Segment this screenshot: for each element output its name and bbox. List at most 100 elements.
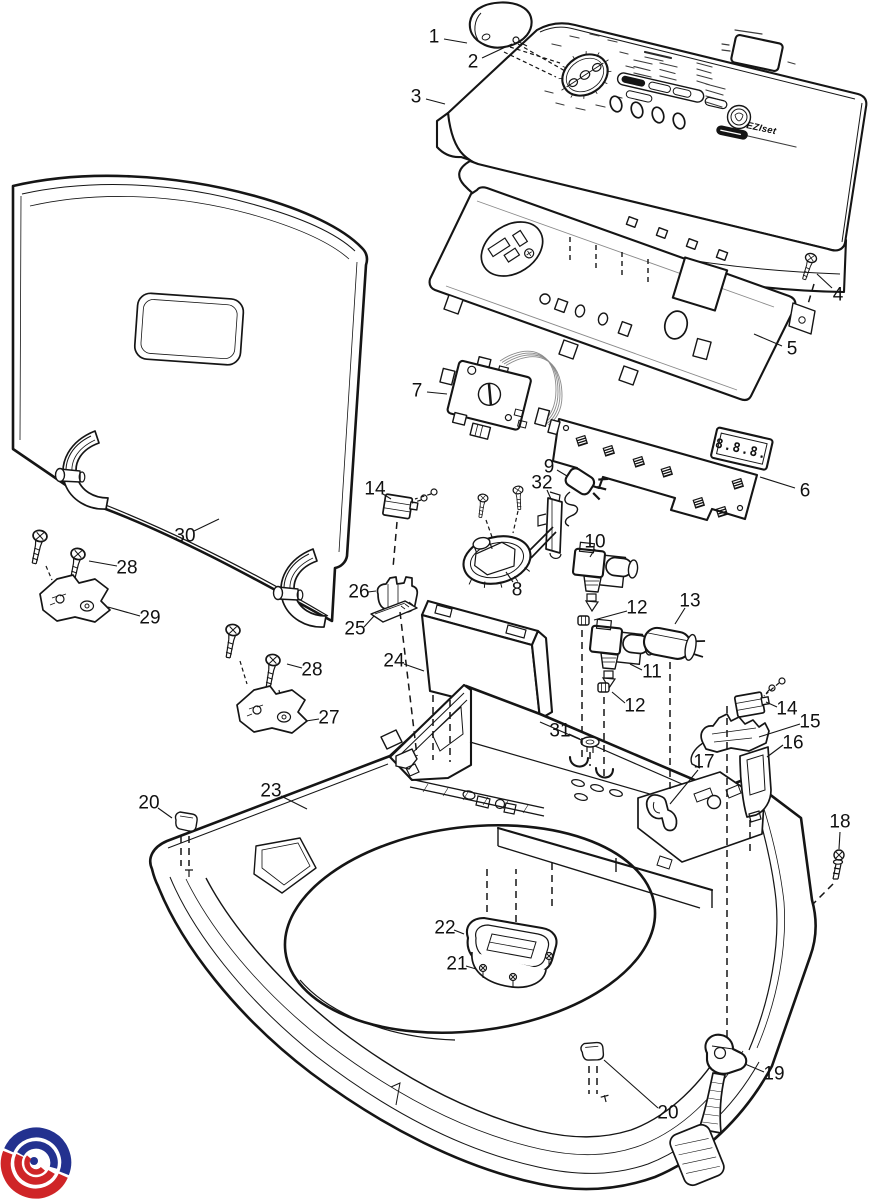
- part-label-17: 17: [693, 752, 714, 773]
- bracket-15: [690, 713, 770, 769]
- lid-switch-14-left: [382, 488, 438, 520]
- facia-side-tab: [788, 302, 816, 335]
- part-label-6: 6: [800, 481, 811, 502]
- logo-arc-red-outer: [0, 1150, 68, 1199]
- power-cord-9: [564, 467, 609, 527]
- program-dial: [558, 51, 612, 99]
- part-label-32: 32: [531, 473, 552, 494]
- wire-harness: [499, 350, 563, 436]
- pin-2: [512, 36, 528, 47]
- extra-option-pill: [704, 96, 728, 110]
- part-label-14: 14: [364, 479, 386, 500]
- logo-arc-blue-outer: [4, 1127, 72, 1176]
- valve-washer-12a: [577, 615, 590, 626]
- part-leader-25: [363, 615, 375, 628]
- part-leader-10: [589, 548, 596, 558]
- part-leader-11: [629, 663, 643, 671]
- part-label-7: 7: [412, 381, 423, 402]
- facia-panel: [428, 186, 816, 402]
- part-leader-13: [674, 607, 686, 625]
- part-leader-29: [107, 606, 141, 617]
- hose-bracket-32: [537, 491, 563, 559]
- part-leader-2: [481, 43, 513, 59]
- part-leader-5: [753, 333, 783, 347]
- part-leader-32: [546, 489, 552, 500]
- lid-assembly: [11, 174, 369, 628]
- valve-washer-12b: [597, 682, 610, 693]
- screw-4: [798, 251, 819, 305]
- part-label-20: 20: [138, 793, 159, 814]
- part-label-28: 28: [116, 558, 137, 579]
- brand-logo: [0, 1127, 72, 1199]
- part-label-30: 30: [174, 526, 195, 547]
- part-label-20: 20: [657, 1103, 678, 1124]
- part-label-3: 3: [411, 87, 422, 108]
- facia-small-holes: [539, 293, 633, 338]
- start-button: [726, 104, 752, 130]
- capacitor-13: [642, 626, 706, 661]
- control-panel-assembly: EZIset: [435, 1, 868, 294]
- part-leader-15: [758, 723, 801, 738]
- logo-arc-red-inner: [24, 1155, 46, 1175]
- part-leader-12: [611, 691, 626, 704]
- part-label-1: 1: [429, 27, 440, 48]
- part-label-5: 5: [787, 339, 798, 360]
- part-leader-14: [382, 493, 392, 500]
- part-label-21: 21: [446, 954, 467, 975]
- part-leader-22: [453, 929, 465, 935]
- panel-header-mark2: [644, 56, 664, 62]
- funnel-screws-21: [478, 951, 554, 987]
- part-leader-20: [603, 1059, 659, 1109]
- hinge-bracket-27: [236, 685, 308, 734]
- part-label-8: 8: [512, 580, 523, 601]
- facia-tabs: [443, 294, 639, 386]
- part-leader-4: [816, 273, 833, 289]
- facia-display-cutout: [671, 256, 729, 312]
- part-label-16: 16: [782, 733, 803, 754]
- part-leader-1: [443, 38, 468, 44]
- facia-square-holes: [625, 216, 729, 261]
- part-leader-14: [765, 701, 778, 708]
- lid-hinge-left: [54, 430, 109, 510]
- part-leader-28: [88, 560, 118, 567]
- part-label-29: 29: [139, 608, 160, 629]
- part-label-14: 14: [776, 699, 798, 720]
- pressure-sensor-8: [462, 526, 557, 588]
- rear-console-support: [380, 683, 765, 909]
- lid-handle-recess: [133, 292, 245, 366]
- hook-17: [645, 794, 678, 832]
- display-pcb: 8.8.8.: [551, 417, 774, 522]
- pcb-display-module: 8.8.8.: [710, 426, 774, 471]
- display-caption-marks: [721, 29, 796, 65]
- part-label-9: 9: [544, 457, 555, 478]
- hinge-bracket-29: [39, 574, 111, 623]
- logo-dot-blue: [30, 1157, 38, 1165]
- part-leader-17: [669, 769, 699, 805]
- part-label-24: 24: [383, 651, 405, 672]
- part-label-15: 15: [799, 712, 820, 733]
- part-label-4: 4: [833, 285, 844, 306]
- part-leader-30: [193, 518, 220, 532]
- deck-recess: [253, 837, 317, 894]
- knob-alignment-dashes: [503, 43, 566, 78]
- logo-arc-blue-mid: [17, 1141, 58, 1169]
- part-label-2: 2: [468, 52, 479, 73]
- part-leader-21: [465, 965, 477, 970]
- part-label-23: 23: [260, 781, 281, 802]
- lid-strap-19: [669, 1033, 748, 1187]
- part-label-22: 22: [434, 918, 455, 939]
- part-leader-27: [305, 718, 320, 722]
- part-label-13: 13: [679, 591, 700, 612]
- part-label-25: 25: [344, 619, 365, 640]
- sensor-screws: [474, 485, 525, 538]
- part-leader-19: [744, 1063, 765, 1073]
- part-leader-28: [286, 663, 303, 669]
- part-label-18: 18: [829, 812, 850, 833]
- part-leader-24: [403, 663, 425, 672]
- part-label-26: 26: [348, 582, 369, 603]
- facia-button-hole: [663, 310, 689, 340]
- capacity-text-mark: [747, 135, 797, 148]
- grommet-31: [580, 736, 600, 753]
